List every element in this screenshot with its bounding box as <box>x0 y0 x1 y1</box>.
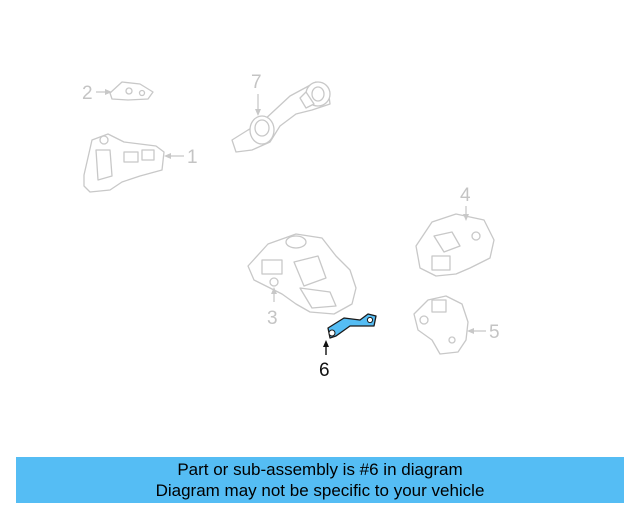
parts-diagram: 2 7 1 4 3 <box>82 72 500 381</box>
part-5-bracket <box>413 295 469 355</box>
callout-6: 6 <box>319 360 330 381</box>
part-4-transmission-mount <box>415 213 495 277</box>
banner-line-1: Part or sub-assembly is #6 in diagram <box>177 460 463 479</box>
callout-1: 1 <box>187 147 198 168</box>
part-2-bracket <box>109 81 154 101</box>
info-banner: Part or sub-assembly is #6 in diagram Di… <box>16 457 624 503</box>
part-7-torque-rod <box>231 81 331 153</box>
callout-2: 2 <box>82 83 93 104</box>
callout-3: 3 <box>267 308 278 329</box>
part-1-engine-mount <box>83 133 165 193</box>
callout-7: 7 <box>251 72 262 93</box>
banner-line-2: Diagram may not be specific to your vehi… <box>155 481 485 500</box>
callout-4: 4 <box>460 185 471 206</box>
part-6-strap[interactable] <box>327 313 377 339</box>
part-3-engine-mount <box>247 233 357 315</box>
callout-5: 5 <box>489 322 500 343</box>
